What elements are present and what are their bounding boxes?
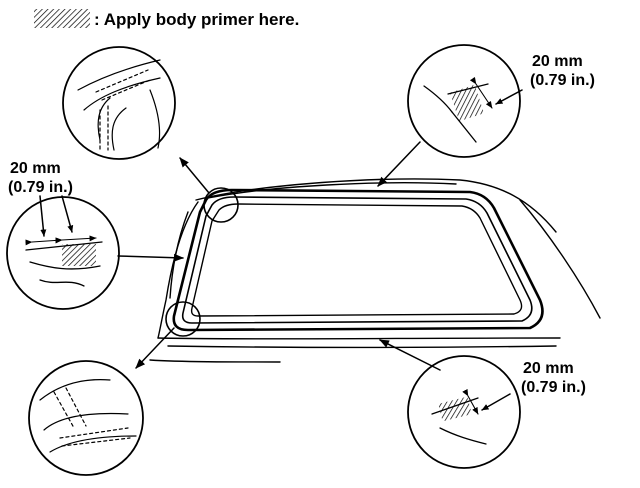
arrow-to-lower-left-detail [135, 327, 175, 369]
car-body [149, 178, 601, 363]
cowl-line [157, 337, 561, 340]
cowl-lower [149, 359, 281, 363]
frame-middle [181, 196, 533, 324]
legend: : Apply body primer here. [34, 9, 299, 29]
arrow-from-left-detail [117, 253, 184, 262]
arrow-from-bottom-right-detail [379, 339, 441, 371]
windshield-frame [172, 188, 544, 332]
arrow-left-label-a [39, 195, 47, 237]
detail-lower-left [28, 360, 144, 476]
a-pillar-line [157, 201, 199, 339]
arrow-bottom-right-label [481, 393, 511, 411]
callout-left-line1: 20 mm [10, 160, 61, 177]
callout-bottom-right-line2: (0.79 in.) [521, 379, 586, 396]
primer-swatch-bottom-right [438, 396, 472, 422]
callout-left: 20 mm (0.79 in.) [8, 160, 73, 196]
callout-bottom-right-line1: 20 mm [523, 360, 574, 377]
hood-line [167, 345, 557, 349]
detail-left [6, 196, 120, 310]
detail-top-right [407, 44, 521, 158]
legend-text: : Apply body primer here. [94, 10, 299, 29]
upper-left-corner-marker [203, 187, 239, 223]
callout-left-line2: (0.79 in.) [8, 179, 73, 196]
hatch-swatch [34, 9, 90, 28]
detail-upper-left [62, 46, 176, 160]
frame-outer [172, 188, 544, 332]
leader-arrows [39, 89, 523, 411]
arrow-to-upper-left-detail [179, 157, 210, 194]
callout-top-right-line1: 20 mm [532, 53, 583, 70]
rear-pillar-line [519, 199, 601, 319]
callout-top-right-line2: (0.79 in.) [530, 72, 595, 89]
a-pillar-inner [169, 211, 189, 299]
arrow-top-right-label [495, 89, 523, 105]
callout-bottom-right: 20 mm (0.79 in.) [521, 360, 586, 396]
arrow-left-label-b [61, 195, 74, 233]
primer-swatch-left [62, 244, 96, 266]
arrow-from-top-right-detail [377, 141, 421, 187]
lower-left-corner-marker [165, 301, 201, 337]
detail-bottom-right [407, 355, 521, 469]
callout-top-right: 20 mm (0.79 in.) [530, 53, 595, 89]
frame-inner [190, 203, 523, 317]
